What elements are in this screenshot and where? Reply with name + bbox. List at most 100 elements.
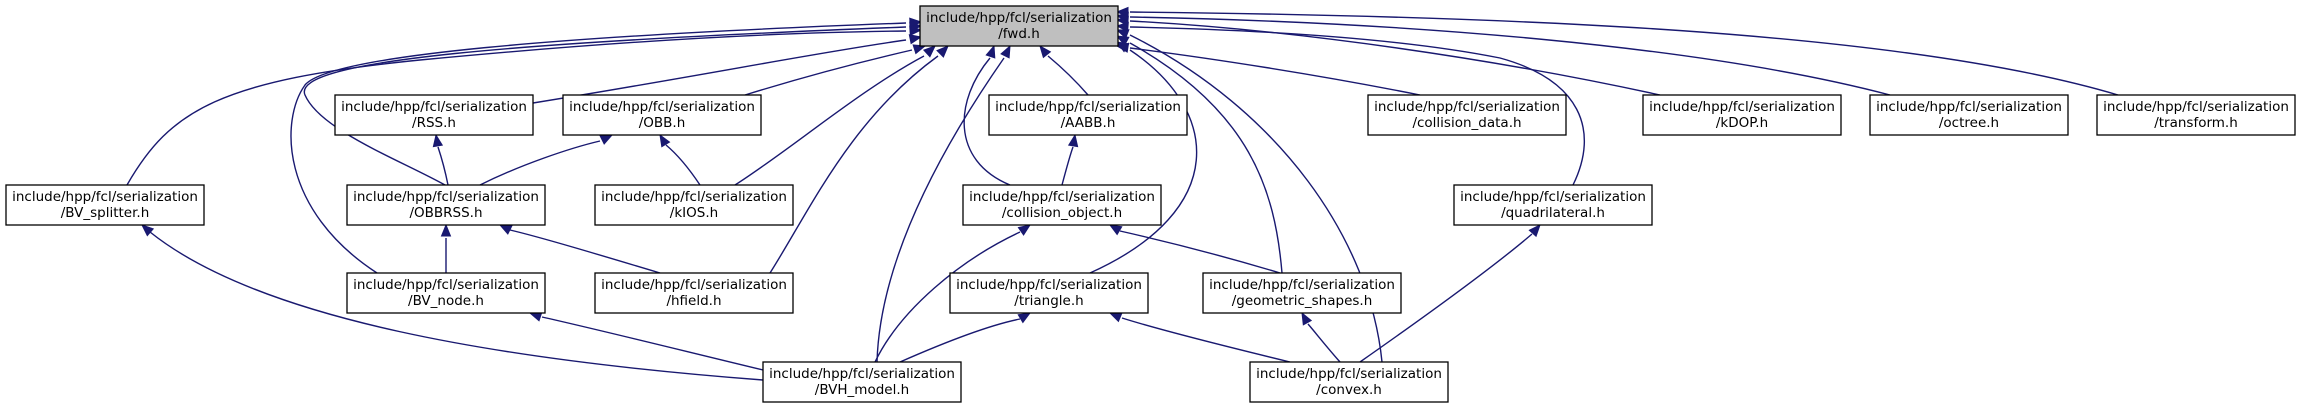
node-box xyxy=(1367,94,1567,136)
node-label-path: include/hpp/fcl/serialization xyxy=(1374,99,1560,115)
arrowhead xyxy=(1301,311,1313,326)
edge-line xyxy=(1061,146,1074,186)
node-convex[interactable]: include/hpp/fcl/serialization/convex.h xyxy=(1249,361,1449,403)
edge-transform-to-fwd xyxy=(1115,6,2119,96)
edge-bvhmodel-to-collobj xyxy=(874,224,1032,363)
arrowhead xyxy=(498,224,513,235)
node-label-path: include/hpp/fcl/serialization xyxy=(1256,366,1442,382)
edge-line xyxy=(899,318,1021,363)
node-label-file: /quadrilateral.h xyxy=(1501,205,1605,221)
node-label-file: /convex.h xyxy=(1316,382,1382,398)
arrowhead xyxy=(440,223,452,237)
node-obbrss[interactable]: include/hpp/fcl/serialization/OBBRSS.h xyxy=(346,184,546,226)
arrowhead xyxy=(922,45,936,58)
edge-obb-to-fwd xyxy=(744,44,927,96)
edge-line xyxy=(1307,323,1341,363)
arrowhead xyxy=(599,134,614,145)
node-label-file: /octree.h xyxy=(1939,115,1999,131)
edge-geom-to-collobj xyxy=(1108,224,1281,274)
edge-line xyxy=(1129,11,2119,96)
node-rss[interactable]: include/hpp/fcl/serialization/RSS.h xyxy=(334,94,534,136)
node-obb[interactable]: include/hpp/fcl/serialization/OBB.h xyxy=(562,94,762,136)
node-box xyxy=(346,184,546,226)
edge-bvnode-to-obbrss xyxy=(440,223,452,273)
edge-line xyxy=(665,144,701,186)
node-bvhmodel[interactable]: include/hpp/fcl/serialization/BVH_model.… xyxy=(762,361,962,403)
node-fwd[interactable]: include/hpp/fcl/serialization/fwd.h xyxy=(919,5,1119,47)
edge-convex-to-quad xyxy=(1359,224,1541,363)
edge-hfield-to-obbrss xyxy=(498,224,661,274)
edge-aabb-to-fwd xyxy=(1039,44,1089,96)
edge-line xyxy=(1129,42,1283,274)
node-kdop[interactable]: include/hpp/fcl/serialization/kDOP.h xyxy=(1642,94,1842,136)
node-hfield[interactable]: include/hpp/fcl/serialization/hfield.h xyxy=(594,272,794,314)
arrowhead xyxy=(909,17,923,28)
node-label-file: /BV_node.h xyxy=(408,293,484,309)
node-quad[interactable]: include/hpp/fcl/serialization/quadrilate… xyxy=(1453,184,1653,226)
edge-line xyxy=(532,39,907,104)
edge-line xyxy=(744,49,913,96)
edge-line xyxy=(509,229,661,274)
edge-kios-to-fwd xyxy=(734,45,936,186)
arrowhead xyxy=(908,34,923,45)
node-label-file: /geometric_shapes.h xyxy=(1232,293,1373,309)
node-label-path: include/hpp/fcl/serialization xyxy=(601,277,787,293)
node-box xyxy=(5,184,205,226)
node-aabb[interactable]: include/hpp/fcl/serialization/AABB.h xyxy=(988,94,1188,136)
node-label-path: include/hpp/fcl/serialization xyxy=(995,99,1181,115)
node-label-file: /BVH_model.h xyxy=(815,382,909,398)
node-box xyxy=(562,94,762,136)
node-octree[interactable]: include/hpp/fcl/serialization/octree.h xyxy=(1869,94,2069,136)
node-label-file: /OBB.h xyxy=(639,115,686,131)
node-label-path: include/hpp/fcl/serialization xyxy=(1209,277,1395,293)
edge-collobj-to-fwd xyxy=(963,44,1011,186)
arrowhead xyxy=(141,224,155,237)
edge-line xyxy=(479,140,601,186)
node-triangle[interactable]: include/hpp/fcl/serialization/triangle.h xyxy=(949,272,1149,314)
node-box xyxy=(1869,94,2069,136)
edge-convex-to-triangle xyxy=(1108,312,1291,363)
arrowhead xyxy=(1528,224,1541,238)
node-label-path: include/hpp/fcl/serialization xyxy=(2103,99,2289,115)
node-geom[interactable]: include/hpp/fcl/serialization/geometric_… xyxy=(1202,272,1402,314)
arrowhead xyxy=(1108,224,1123,236)
node-bvnode[interactable]: include/hpp/fcl/serialization/BV_node.h xyxy=(346,272,546,314)
edge-line xyxy=(1089,49,1198,274)
node-label-path: include/hpp/fcl/serialization xyxy=(1649,99,1835,115)
node-box xyxy=(1642,94,1842,136)
edge-kdop-to-fwd xyxy=(1115,15,1661,96)
node-collobj[interactable]: include/hpp/fcl/serialization/collision_… xyxy=(962,184,1162,226)
node-box xyxy=(1249,361,1449,403)
node-kios[interactable]: include/hpp/fcl/serialization/kIOS.h xyxy=(594,184,794,226)
arrowhead xyxy=(432,133,444,148)
arrowhead xyxy=(912,44,927,55)
node-bvsplitter[interactable]: include/hpp/fcl/serialization/BV_splitte… xyxy=(5,184,205,226)
node-layer: include/hpp/fcl/serialization/fwd.h inclu… xyxy=(5,5,2296,403)
edge-bvnode-to-fwd xyxy=(290,17,923,274)
edge-line xyxy=(876,57,1005,363)
edge-line xyxy=(303,26,907,186)
edge-line xyxy=(1359,233,1533,363)
node-transform[interactable]: include/hpp/fcl/serialization/transform.… xyxy=(2096,94,2296,136)
node-box xyxy=(919,5,1119,47)
node-label-file: /collision_object.h xyxy=(1002,205,1122,221)
edge-line xyxy=(437,146,449,186)
node-box xyxy=(949,272,1149,314)
node-label-path: include/hpp/fcl/serialization xyxy=(569,99,755,115)
edge-line xyxy=(963,57,1011,186)
edge-collobj-to-aabb xyxy=(1061,133,1079,186)
arrowhead xyxy=(1000,44,1011,59)
node-label-path: include/hpp/fcl/serialization xyxy=(353,277,539,293)
edge-obbrss-to-obb xyxy=(479,134,614,186)
arrowhead xyxy=(1115,29,1130,40)
edge-geom-to-fwd xyxy=(1115,35,1283,274)
edge-bvhmodel-to-bvsplitter xyxy=(141,224,764,381)
edge-kios-to-obb xyxy=(659,133,701,186)
arrowhead xyxy=(1115,42,1130,53)
arrowhead xyxy=(1067,133,1079,148)
node-label-path: include/hpp/fcl/serialization xyxy=(12,189,198,205)
node-box xyxy=(762,361,962,403)
node-colldata[interactable]: include/hpp/fcl/serialization/collision_… xyxy=(1367,94,1567,136)
node-label-path: include/hpp/fcl/serialization xyxy=(1876,99,2062,115)
